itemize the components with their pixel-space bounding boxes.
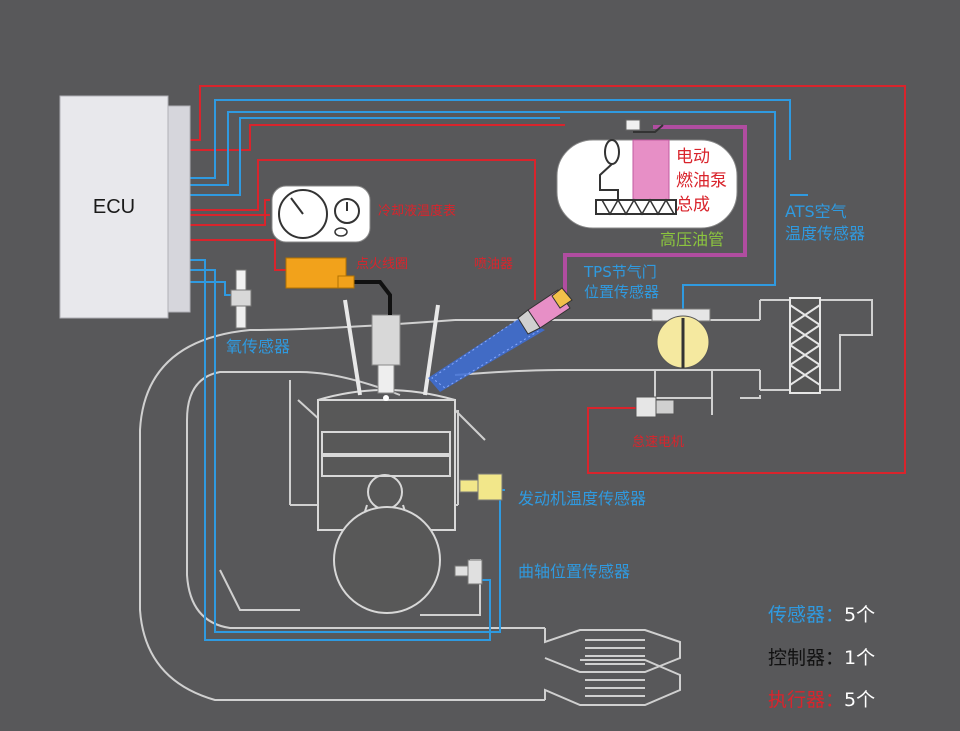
ignition-coil [285,257,355,289]
o2-sensor [230,269,252,329]
crank-sensor-label: 曲轴位置传感器 [518,562,631,581]
engine-temp-sensor-label: 发动机温度传感器 [518,489,647,508]
gauge-label: 冷却液温度表 [378,204,457,219]
cylinder-assembly [317,299,456,614]
ats-sensor-label-2: 温度传感器 [785,224,866,243]
legend-sensors: 传感器：5个 [768,600,875,627]
idle-valve-label: 怠速电机 [632,435,685,450]
high-pressure-pipe-label: 高压油管 [660,230,725,249]
throttle-plate [651,308,711,369]
ecu-label: ECU [92,196,136,218]
catalytic-converter [544,628,681,706]
tps-sensor-label-2: 位置传感器 [584,283,660,301]
idle-valve [635,396,675,418]
fuel-pump-label-1: 电动 [676,147,710,167]
legend-controllers-label: 控制器： [768,647,845,669]
fuel-pump-label-3: 总成 [676,195,710,215]
ats-sensor-label-1: ATS空气 [785,202,847,221]
tps-sensor-label-1: TPS节气门 [584,263,657,281]
o2-sensor-label: 氧传感器 [226,337,291,356]
ignition-wire [345,280,392,315]
injector-label: 喷油器 [474,257,514,272]
fuel-injector [517,287,573,335]
legend-actuators-count: 5个 [844,689,876,711]
legend-controllers-count: 1个 [844,647,876,669]
air-filter [789,297,821,394]
legend-actuators-label: 执行器： [768,689,845,711]
ecu-unit [59,95,191,319]
fuel-tank [556,119,738,229]
fuel-pump-label-2: 燃油泵 [676,171,727,191]
engine-temp-sensor [459,473,503,501]
ignition-coil-label: 点火线圈 [356,257,409,272]
actuator-wires [190,85,906,474]
crank-sensor [454,559,483,585]
legend-actuators: 执行器：5个 [768,685,875,712]
throttle-body [654,299,873,415]
legend-sensors-count: 5个 [844,604,876,626]
instrument-gauge [271,185,371,243]
legend-sensors-label: 传感器： [768,604,845,626]
high-pressure-fuel-line [563,125,747,300]
legend-controllers: 控制器：1个 [768,643,875,670]
